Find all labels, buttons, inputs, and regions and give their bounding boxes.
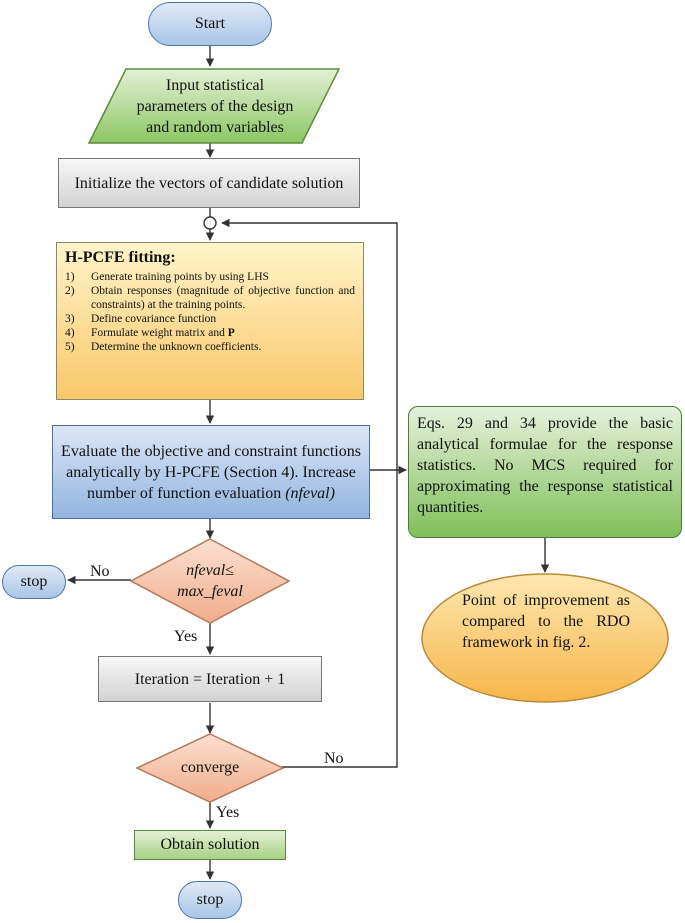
evaluate-label: Evaluate the objective and constraint fu… bbox=[61, 442, 361, 502]
iteration-process: Iteration = Iteration + 1 bbox=[98, 656, 322, 702]
decision-feval-diamond bbox=[130, 538, 290, 624]
stop-terminator-bottom: stop bbox=[178, 881, 242, 919]
fitting-title: H-PCFE fitting: bbox=[65, 249, 176, 266]
fitting-step: 4) Formulate weight matrix and P bbox=[65, 327, 235, 339]
fitting-steps: 1) Generate training points by using LHS… bbox=[65, 270, 355, 354]
decision-feval-label: nfeval≤ max_feval bbox=[177, 562, 243, 600]
no-label-converge: No bbox=[324, 750, 344, 767]
fitting-step: 2) Obtain responses (magnitude of object… bbox=[65, 285, 355, 311]
iteration-label: Iteration = Iteration + 1 bbox=[134, 670, 286, 688]
fitting-step: 1) Generate training points by using LHS bbox=[65, 271, 269, 283]
stop-bottom-label: stop bbox=[196, 891, 224, 908]
obtain-solution-process: Obtain solution bbox=[134, 830, 286, 860]
initialize-label: Initialize the vectors of candidate solu… bbox=[74, 174, 344, 192]
stop-top-label: stop bbox=[20, 573, 48, 590]
input-label: Input statistical parameters of the desi… bbox=[136, 76, 294, 136]
improvement-ellipse bbox=[421, 573, 669, 703]
fitting-step: 3) Define covariance function bbox=[65, 313, 217, 325]
hpcfe-fitting-process: H-PCFE fitting: 1) Generate training poi… bbox=[56, 242, 364, 400]
eqs-label: Eqs. 29 and 34 provide the basic analyti… bbox=[417, 415, 673, 516]
initialize-process: Initialize the vectors of candidate solu… bbox=[58, 158, 360, 208]
yes-label-converge: Yes bbox=[216, 804, 240, 821]
eqs-note-box: Eqs. 29 and 34 provide the basic analyti… bbox=[408, 406, 682, 538]
obtain-label: Obtain solution bbox=[160, 836, 260, 853]
start-terminator: Start bbox=[148, 2, 272, 46]
improvement-label: Point of improvement as compared to the … bbox=[462, 592, 630, 651]
converge-diamond bbox=[136, 733, 284, 803]
start-label: Start bbox=[194, 15, 226, 32]
evaluate-process: Evaluate the objective and constraint fu… bbox=[52, 425, 370, 519]
input-parallelogram bbox=[88, 68, 340, 144]
fitting-step: 5) Determine the unknown coefficients. bbox=[65, 341, 262, 353]
yes-label-feval: Yes bbox=[174, 628, 198, 645]
no-label-feval: No bbox=[90, 563, 110, 580]
stop-terminator-top: stop bbox=[2, 565, 66, 599]
arrow-converge-loop bbox=[221, 218, 398, 768]
loop-junction bbox=[203, 216, 217, 230]
converge-label: converge bbox=[180, 759, 240, 776]
